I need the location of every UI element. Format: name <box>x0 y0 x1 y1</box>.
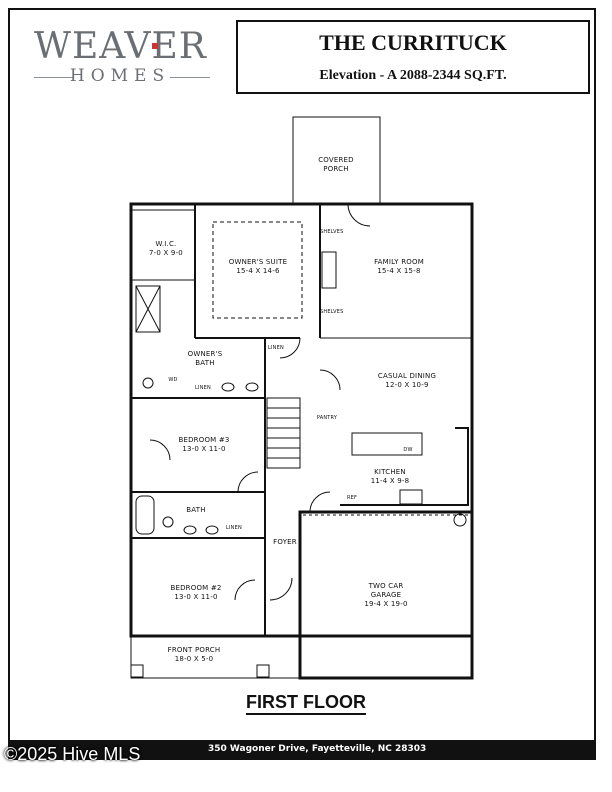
room-dim: 15-4 x 14-6 <box>236 267 280 275</box>
front-porch-outline <box>130 635 302 679</box>
logo-rule-left <box>34 77 74 78</box>
title-box: THE CURRITUCK Elevation - A 2088-2344 SQ… <box>236 20 590 94</box>
room-kitchen: KITCHEN 11-4 x 9-8 <box>360 468 420 486</box>
door-swing <box>347 203 371 227</box>
range <box>399 489 423 505</box>
plan-elevation: Elevation - A 2088-2344 SQ.FT. <box>319 68 507 83</box>
room-dim: 12-0 x 10-9 <box>385 381 429 389</box>
door-swing <box>319 369 341 391</box>
fixture-ref: REF <box>346 495 358 501</box>
room-dim: 18-0 x 5-0 <box>174 655 214 663</box>
room-name: FOYER <box>273 538 297 546</box>
plan-name: THE CURRITUCK <box>319 30 507 55</box>
sink <box>183 525 197 535</box>
door-swing <box>269 577 293 601</box>
porch-post <box>256 664 270 678</box>
logo-rule-right <box>170 77 210 78</box>
tray-ceiling <box>212 221 303 319</box>
address-bar: 350 Wagoner Drive, Fayetteville, NC 2830… <box>8 740 596 760</box>
kitchen-counter <box>340 427 469 506</box>
room-dim: 19-4 x 19-0 <box>364 600 408 608</box>
room-wic: W.I.C. 7-0 x 9-0 <box>140 240 192 258</box>
floor-title: FIRST FLOOR <box>0 692 612 715</box>
sink <box>221 382 235 392</box>
house-icon <box>152 43 158 49</box>
fixture-shelves: SHELVES <box>320 229 344 235</box>
fixture-linen: LINEN <box>226 525 242 531</box>
fixture-pantry: PANTRY <box>316 415 338 421</box>
room-name: COVERED PORCH <box>318 156 354 173</box>
stairs <box>266 397 301 469</box>
room-bedroom-3: BEDROOM #3 13-0 x 11-0 <box>166 436 242 454</box>
fixture-linen: LINEN <box>195 385 211 391</box>
room-casual-dining: CASUAL DINING 12-0 x 10-9 <box>372 372 442 390</box>
garage-walls <box>298 510 474 680</box>
room-foyer: FOYER <box>270 538 300 547</box>
sink <box>205 525 219 535</box>
door-swing <box>234 579 256 601</box>
fixture-wd: WD <box>168 377 178 383</box>
door-swing <box>237 471 259 493</box>
room-name: FRONT PORCH <box>167 646 221 654</box>
kitchen-island <box>351 432 423 456</box>
room-name: OWNER'S BATH <box>187 350 223 367</box>
fireplace <box>321 251 337 289</box>
room-owners-suite: OWNER'S SUITE 15-4 x 14-6 <box>216 258 300 276</box>
door-swing <box>309 491 331 513</box>
room-name: BEDROOM #2 <box>170 584 222 592</box>
toilet <box>162 516 174 528</box>
room-family-room: FAMILY ROOM 15-4 x 15-8 <box>366 258 432 276</box>
room-bedroom-2: BEDROOM #2 13-0 x 11-0 <box>158 584 234 602</box>
fixture-linen: LINEN <box>268 345 284 351</box>
room-name: BATH <box>186 506 206 514</box>
room-name: OWNER'S SUITE <box>228 258 288 266</box>
room-covered-porch: COVERED PORCH <box>306 156 366 174</box>
door-swing <box>279 337 301 359</box>
sink <box>245 382 259 392</box>
room-bath: BATH <box>176 506 216 515</box>
room-dim: 13-0 x 11-0 <box>174 593 218 601</box>
mls-watermark: ©2025 Hive MLS <box>4 744 141 764</box>
door-swing <box>149 439 171 461</box>
tub <box>135 495 155 535</box>
water-heater <box>453 513 467 527</box>
fixture-dw: DW <box>403 447 413 453</box>
fixture-shelves: SHELVES <box>320 309 344 315</box>
porch-post <box>130 664 144 678</box>
room-garage: TWO CAR GARAGE 19-4 x 19-0 <box>356 582 416 609</box>
room-name: KITCHEN <box>374 468 406 476</box>
room-dim: 11-4 x 9-8 <box>370 477 410 485</box>
room-owners-bath: OWNER'S BATH <box>182 350 228 368</box>
address-text: 350 Wagoner Drive, Fayetteville, NC 2830… <box>208 744 427 754</box>
room-front-porch: FRONT PORCH 18-0 x 5-0 <box>164 646 224 664</box>
logo-sub: HOMES <box>69 66 171 86</box>
room-name: FAMILY ROOM <box>374 258 424 266</box>
room-name: CASUAL DINING <box>377 372 437 380</box>
room-name: W.I.C. <box>155 240 177 248</box>
room-dim: 7-0 x 9-0 <box>149 249 183 257</box>
weaver-homes-logo: WEAVER HOMES <box>20 22 220 92</box>
floor-title-text: FIRST FLOOR <box>246 692 366 715</box>
room-name: TWO CAR GARAGE <box>368 582 404 599</box>
room-dim: 13-0 x 11-0 <box>182 445 226 453</box>
toilet <box>142 377 154 389</box>
logo-word: WEAVER <box>34 26 207 67</box>
room-name: BEDROOM #3 <box>178 436 230 444</box>
shower <box>135 285 161 333</box>
room-dim: 15-4 x 15-8 <box>377 267 421 275</box>
